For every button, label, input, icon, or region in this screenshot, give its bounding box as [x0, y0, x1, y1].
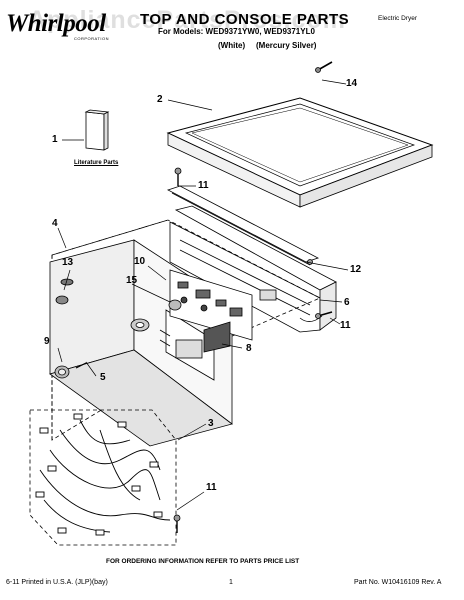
- callout-4: 4: [52, 218, 58, 229]
- callout-3: 3: [208, 418, 214, 429]
- printed-info: 6-11 Printed in U.S.A. (JLP)(bay): [6, 579, 108, 586]
- page-number: 1: [229, 579, 233, 586]
- callout-8: 8: [246, 343, 252, 354]
- page-title: TOP AND CONSOLE PARTS: [140, 11, 350, 28]
- callout-11-upper: 11: [198, 180, 209, 191]
- leader-lines: [57, 79, 349, 511]
- knob-15: [168, 299, 182, 311]
- console-rear-6: [169, 205, 337, 333]
- literature-booklet: [84, 109, 110, 151]
- callout-6: 6: [344, 297, 350, 308]
- callout-11-lower: 11: [206, 482, 217, 493]
- callout-9: 9: [44, 336, 50, 347]
- product-type: Electric Dryer: [378, 15, 418, 22]
- control-board-10: [169, 269, 253, 341]
- top-panel: [166, 97, 434, 208]
- wire-harness: [35, 413, 171, 536]
- literature-parts-label: Literature Parts: [74, 160, 119, 166]
- rail-12: [166, 185, 320, 266]
- indicator-13: [55, 295, 69, 305]
- callout-13: 13: [62, 257, 74, 268]
- ordering-info: FOR ORDERING INFORMATION REFER TO PARTS …: [106, 558, 300, 565]
- knob-9: [54, 365, 70, 379]
- callout-14: 14: [346, 78, 358, 89]
- wire-harness-box: [29, 409, 177, 546]
- callout-10: 10: [134, 256, 146, 267]
- callout-12: 12: [350, 264, 362, 275]
- color-silver: (Mercury Silver): [256, 41, 317, 50]
- callout-11-middle: 11: [340, 320, 351, 331]
- callout-2: 2: [157, 94, 163, 105]
- callout-1: 1: [52, 134, 58, 145]
- brand-logo: Whirlpool: [6, 10, 106, 37]
- callout-5: 5: [100, 372, 106, 383]
- watermark: AppliancePartsPros.com: [28, 6, 346, 34]
- brand-sub: CORPORATION: [74, 36, 109, 41]
- color-white: (White): [218, 41, 246, 50]
- screw-11-upper: [174, 167, 182, 186]
- models-line: For Models: WED9371YW0, WED9371YL0: [158, 27, 315, 36]
- part-number: Part No. W10416109 Rev. A: [354, 579, 442, 586]
- screw-11-lower: [173, 514, 181, 533]
- screw-11-middle: [315, 311, 333, 319]
- console-panel: [49, 239, 233, 447]
- screw-14: [315, 61, 333, 73]
- callout-15: 15: [126, 275, 138, 286]
